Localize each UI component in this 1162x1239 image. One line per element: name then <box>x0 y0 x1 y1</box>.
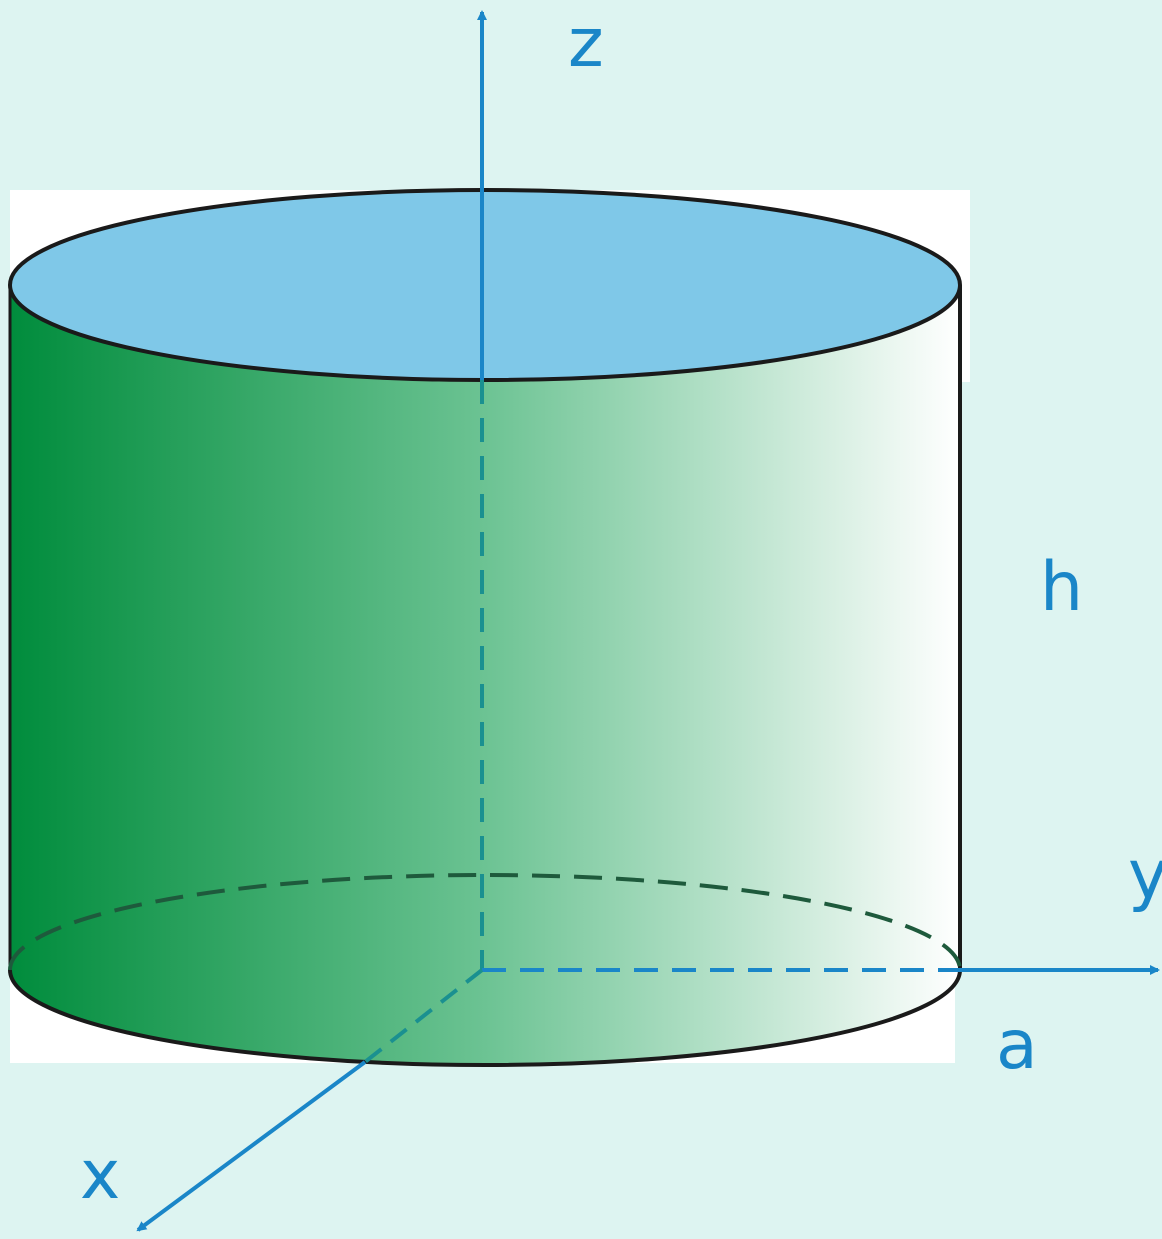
x-axis-hidden-segment <box>363 968 484 1064</box>
x-axis-label: x <box>80 1136 120 1215</box>
x-axis <box>136 1060 367 1232</box>
bottom-front-arc <box>8 969 962 1067</box>
cylinder-side-surface <box>10 285 960 1065</box>
z-axis-label: z <box>568 4 604 83</box>
radius-label: a <box>996 1006 1038 1085</box>
cylinder-top-face <box>8 188 962 382</box>
y-axis-label: y <box>1128 836 1162 915</box>
height-label: h <box>1040 548 1083 627</box>
